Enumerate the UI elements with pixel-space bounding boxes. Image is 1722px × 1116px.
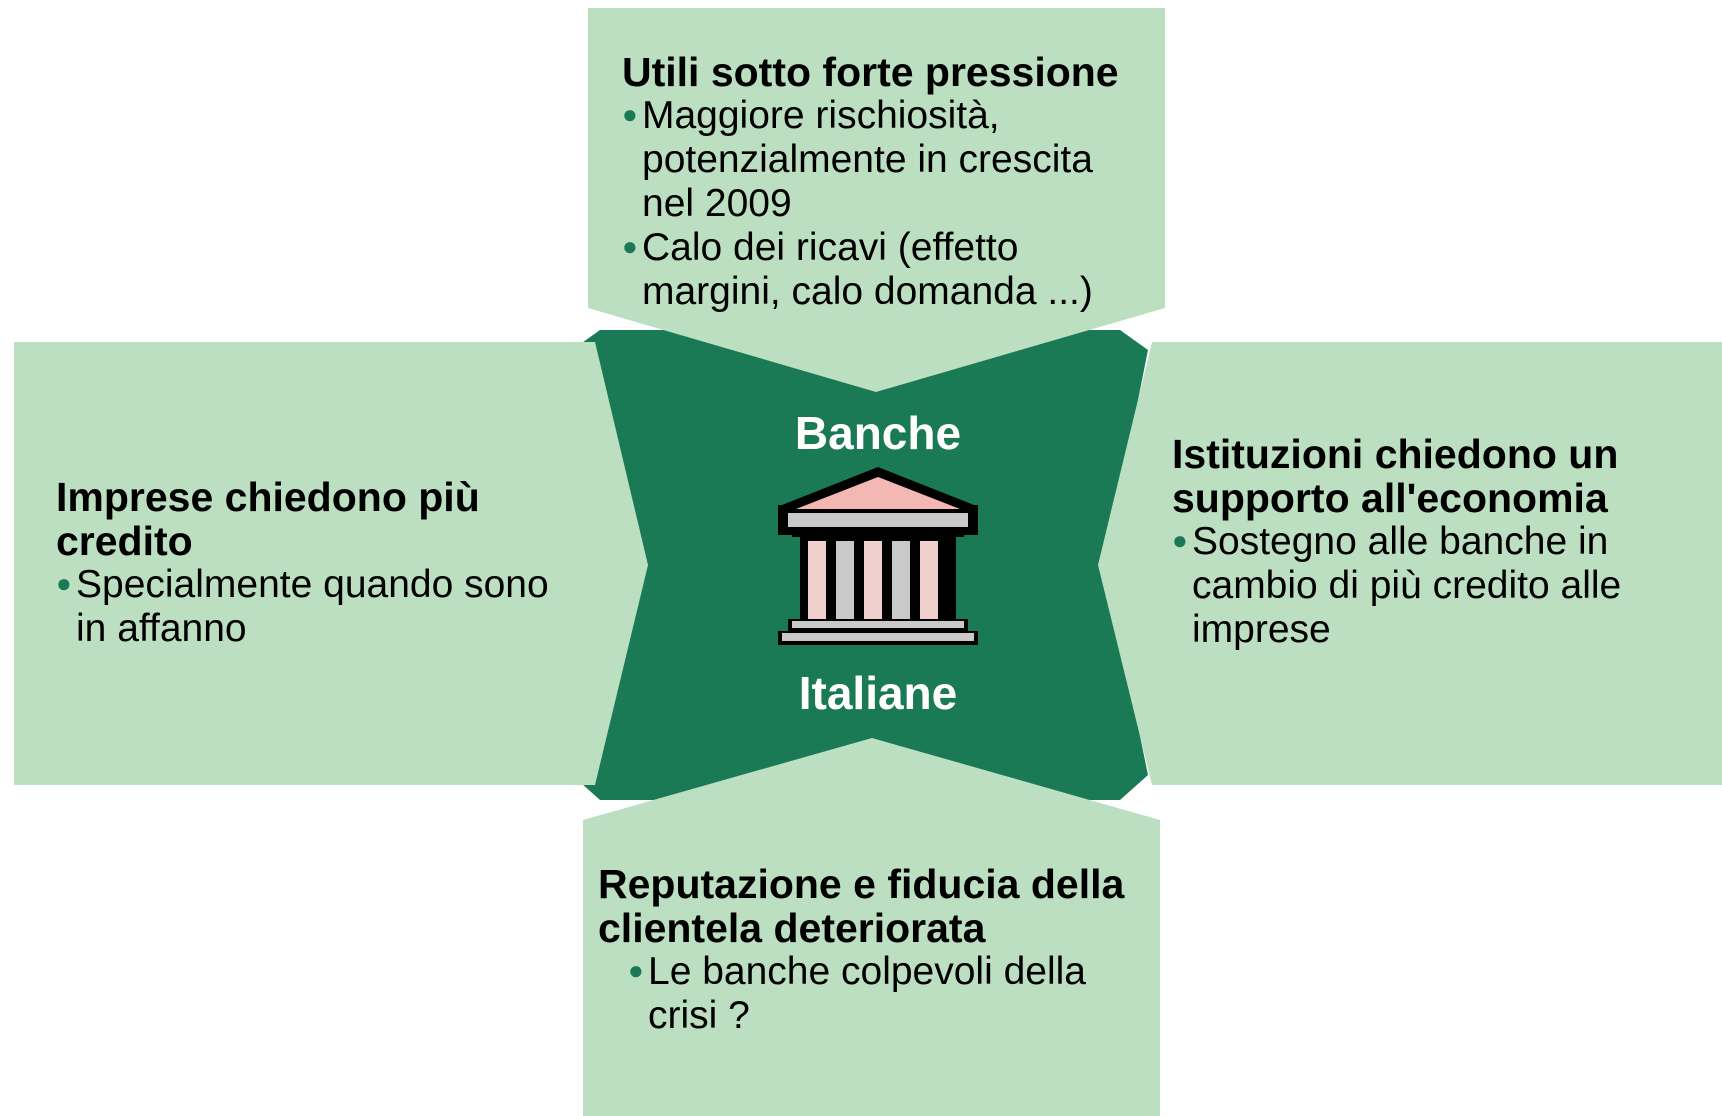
bottom-box-heading: Reputazione e fiducia della clientela de… xyxy=(598,861,1125,951)
right-box-shape xyxy=(1098,342,1722,785)
list-item: ●Calo dei ricavi (effetto margini, calo … xyxy=(622,226,1142,314)
center-label-bottom: Italiane xyxy=(798,667,958,719)
list-item-text: Calo dei ricavi (effetto margini, calo d… xyxy=(642,226,1093,313)
bullet-icon: ● xyxy=(628,955,644,985)
list-item-text: Sostegno alle banche in cambio di più cr… xyxy=(1192,520,1622,651)
bullet-icon: ● xyxy=(1172,525,1188,555)
right-box-bullets: ●Sostegno alle banche in cambio di più c… xyxy=(1172,520,1672,652)
bottom-box-bullets: ●Le banche colpevoli della crisi ? xyxy=(598,950,1138,1038)
left-box-bullets: ●Specialmente quando sono in affanno xyxy=(56,563,556,651)
center-label-top: Banche xyxy=(794,407,962,459)
right-box-heading: Istituzioni chiedono un supporto all'eco… xyxy=(1172,431,1619,521)
left-box: Imprese chiedono più credito ●Specialmen… xyxy=(56,475,556,651)
bullet-icon: ● xyxy=(622,99,638,129)
list-item: ●Maggiore rischiosità, potenzialmente in… xyxy=(622,94,1142,226)
top-box-heading: Utili sotto forte pressione xyxy=(622,49,1119,95)
bottom-box: Reputazione e fiducia della clientela de… xyxy=(598,862,1138,1038)
list-item-text: Le banche colpevoli della crisi ? xyxy=(648,950,1086,1037)
bank-building-icon xyxy=(778,467,978,645)
top-box-bullets: ●Maggiore rischiosità, potenzialmente in… xyxy=(622,94,1142,314)
list-item-text: Maggiore rischiosità, potenzialmente in … xyxy=(642,94,1093,225)
bottom-box-shape xyxy=(583,738,1160,1116)
list-item: ●Specialmente quando sono in affanno xyxy=(56,563,556,651)
list-item: ●Sostegno alle banche in cambio di più c… xyxy=(1172,520,1672,652)
bullet-icon: ● xyxy=(622,231,638,261)
top-box: Utili sotto forte pressione ●Maggiore ri… xyxy=(622,50,1142,314)
bullet-icon: ● xyxy=(56,568,72,598)
list-item: ●Le banche colpevoli della crisi ? xyxy=(628,950,1138,1038)
list-item-text: Specialmente quando sono in affanno xyxy=(76,563,549,650)
left-box-shape xyxy=(14,342,648,785)
top-box-shape xyxy=(588,8,1165,392)
left-box-heading: Imprese chiedono più credito xyxy=(56,474,480,564)
right-box: Istituzioni chiedono un supporto all'eco… xyxy=(1172,432,1672,652)
